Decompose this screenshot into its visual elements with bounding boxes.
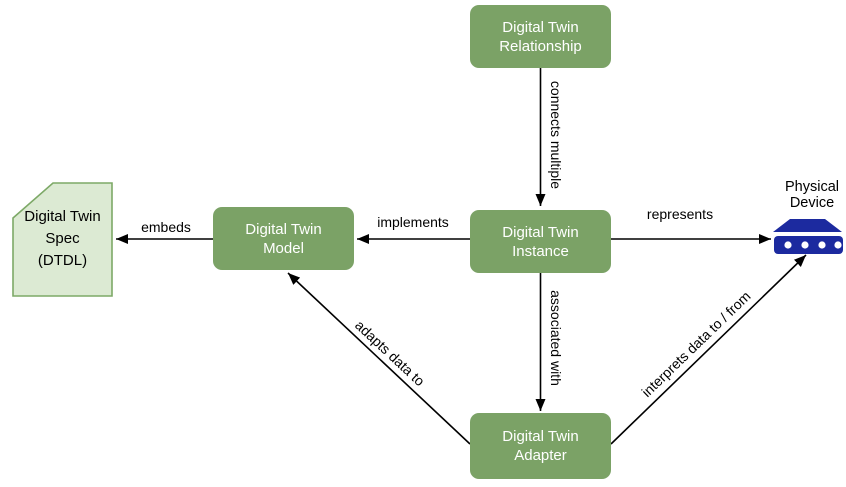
node-label-line: Digital Twin xyxy=(245,220,322,238)
node-label-line: Model xyxy=(263,239,304,257)
node-digital-twin-relationship: Digital Twin Relationship xyxy=(470,5,611,68)
node-digital-twin-instance: Digital Twin Instance xyxy=(470,210,611,273)
spec-label-line: (DTDL) xyxy=(37,252,88,269)
device-label-line: Physical xyxy=(785,179,839,195)
edge-interprets-data xyxy=(610,254,807,445)
edge-adapts-data-to xyxy=(287,272,471,445)
spec-label-line: Digital Twin xyxy=(24,208,101,225)
spec-document-shape xyxy=(12,182,113,297)
edge-label-associated-with: associated with xyxy=(548,290,564,386)
edge-label-implements: implements xyxy=(377,214,449,230)
edge-label-connects-multiple: connects multiple xyxy=(548,80,564,190)
node-digital-twin-adapter: Digital Twin Adapter xyxy=(470,413,611,479)
edge-label-represents: represents xyxy=(646,206,714,222)
node-label-line: Digital Twin xyxy=(502,428,579,445)
physical-device-label: Physical Device xyxy=(772,179,846,211)
node-digital-twin-model: Digital Twin Model xyxy=(213,207,354,270)
physical-device-icon xyxy=(773,219,843,254)
node-label-line: Digital Twin xyxy=(502,223,579,241)
spec-label-line: Spec xyxy=(45,230,80,247)
node-label-line: Adapter xyxy=(514,447,567,464)
node-label-line: Relationship xyxy=(499,37,582,55)
edge-label-embeds: embeds xyxy=(141,219,191,235)
node-digital-twin-spec-label: Digital Twin Spec (DTDL) xyxy=(13,206,112,272)
node-label-line: Instance xyxy=(512,242,569,260)
node-label-line: Digital Twin xyxy=(502,18,579,36)
device-label-line: Device xyxy=(789,194,835,211)
